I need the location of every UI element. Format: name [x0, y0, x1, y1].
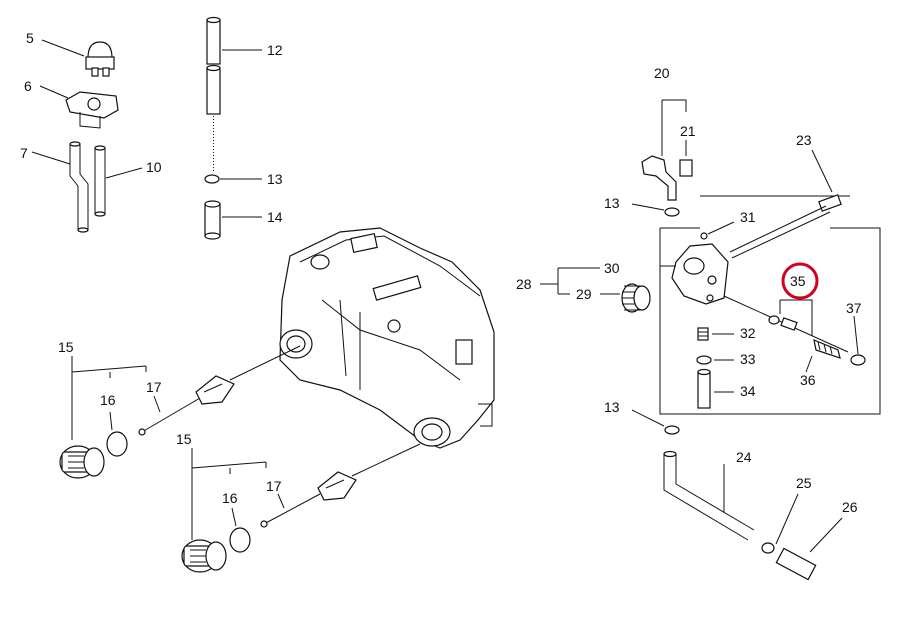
label-17-lower: 17	[266, 478, 282, 494]
label-6: 6	[24, 78, 32, 94]
oil-cap-assembly-upper	[59, 345, 301, 479]
label-13-right-upper: 13	[604, 195, 620, 211]
label-15-upper: 15	[58, 339, 74, 355]
leader-13-lower	[631, 409, 665, 427]
label-7: 7	[20, 145, 28, 161]
oil-pump-frame	[659, 195, 881, 415]
label-21: 21	[680, 123, 696, 139]
label-32: 32	[740, 325, 756, 341]
label-36: 36	[800, 372, 816, 388]
label-12: 12	[267, 42, 283, 58]
label-28: 28	[516, 276, 532, 292]
pump-body	[660, 221, 735, 305]
adjusting-screw-assembly	[723, 295, 866, 366]
leader-lines-28	[540, 267, 620, 295]
pump-small-parts	[696, 327, 712, 409]
label-14: 14	[267, 209, 283, 225]
label-24: 24	[736, 449, 752, 465]
label-33: 33	[740, 351, 756, 367]
highlight-circle-35	[781, 262, 819, 300]
label-13-right-lower: 13	[604, 399, 620, 415]
leader-lines-top-left	[31, 39, 143, 179]
label-31: 31	[740, 209, 756, 225]
ring-and-bolt	[631, 149, 842, 259]
leader-lines-35-37	[779, 299, 859, 373]
leader-lines-top-center	[220, 49, 262, 218]
pump-cover-parts	[641, 99, 693, 201]
label-29: 29	[576, 286, 592, 302]
label-17-upper: 17	[146, 379, 162, 395]
leader-lines-32-34	[712, 333, 734, 393]
label-20: 20	[654, 65, 670, 81]
label-13-top: 13	[267, 171, 283, 187]
o-ring-13-lower	[664, 425, 680, 435]
label-34: 34	[740, 383, 756, 399]
leader-lines-left-upper	[71, 356, 161, 440]
primer-bulb-assembly	[65, 41, 119, 233]
oil-hose-lower	[663, 450, 843, 581]
oil-hose-assembly	[204, 16, 221, 240]
label-15-lower: 15	[176, 431, 192, 447]
label-30: 30	[604, 260, 620, 276]
label-23: 23	[796, 132, 812, 148]
oil-cap-assembly-lower	[181, 443, 421, 573]
label-5: 5	[26, 30, 34, 46]
worm-gear	[621, 283, 651, 313]
label-25: 25	[796, 475, 812, 491]
label-35: 35	[790, 273, 806, 289]
label-16-lower: 16	[222, 490, 238, 506]
crankcase-body	[279, 227, 495, 449]
label-16-upper: 16	[100, 392, 116, 408]
label-26: 26	[842, 499, 858, 515]
leader-lines-left-lower	[191, 448, 285, 540]
label-37: 37	[846, 300, 862, 316]
label-10: 10	[146, 159, 162, 175]
